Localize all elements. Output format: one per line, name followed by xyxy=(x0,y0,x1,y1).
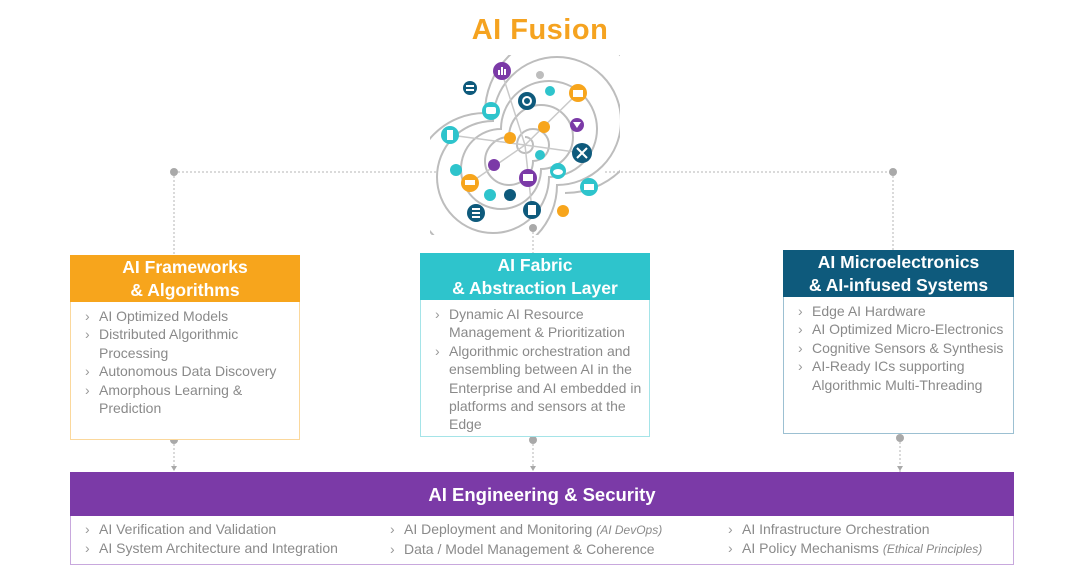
list-item: Data / Model Management & Coherence xyxy=(390,540,728,559)
card-ai-microelectronics: AI Microelectronics & AI-infused Systems… xyxy=(783,250,1014,434)
document-icon xyxy=(523,201,541,219)
card-ai-fabric: AI Fabric & Abstraction Layer Dynamic AI… xyxy=(420,253,650,437)
monitor-icon xyxy=(519,169,537,187)
list-item: Dynamic AI Resource Management & Priorit… xyxy=(435,305,643,342)
connector-node xyxy=(889,168,897,176)
gear-icon xyxy=(518,92,536,110)
phone-icon xyxy=(441,126,459,144)
connector-node xyxy=(529,436,537,444)
ai-fusion-network-graphic xyxy=(430,55,620,235)
connector-node xyxy=(170,168,178,176)
list-item: AI Optimized Micro-Electronics xyxy=(798,320,1007,339)
list-item: AI System Architecture and Integration xyxy=(85,539,390,558)
card-title-line2: & Algorithms xyxy=(130,279,240,300)
mobile-icon xyxy=(580,178,598,196)
engineering-column-2: AI Deployment and Monitoring (AI DevOps)… xyxy=(390,520,728,564)
card-ai-engineering-security: AI Engineering & Security AI Verificatio… xyxy=(70,472,1014,565)
filter-icon xyxy=(570,118,584,132)
card-header: AI Fabric & Abstraction Layer xyxy=(420,253,650,300)
chat-icon xyxy=(482,102,500,120)
item-text: AI Policy Mechanisms xyxy=(742,540,879,556)
card-title-line1: AI Fabric xyxy=(497,254,573,275)
card-body: Edge AI Hardware AI Optimized Micro-Elec… xyxy=(783,297,1014,434)
arrow-down-icon xyxy=(530,466,536,471)
connector-node xyxy=(529,224,537,232)
server-icon xyxy=(463,81,477,95)
card-body: AI Optimized Models Distributed Algorith… xyxy=(70,302,300,440)
list-item: AI Verification and Validation xyxy=(85,520,390,539)
database-icon xyxy=(467,204,485,222)
engineering-column-1: AI Verification and Validation AI System… xyxy=(85,520,390,564)
card-title-line1: AI Microelectronics xyxy=(817,251,980,272)
list-item: AI Policy Mechanisms (Ethical Principles… xyxy=(728,539,1008,559)
list-item: AI Deployment and Monitoring (AI DevOps) xyxy=(390,520,728,540)
engineering-column-3: AI Infrastructure Orchestration AI Polic… xyxy=(728,520,1008,564)
card-title-line2: & Abstraction Layer xyxy=(452,277,618,298)
list-item: Cognitive Sensors & Synthesis xyxy=(798,339,1007,358)
folder-icon xyxy=(569,84,587,102)
list-item: AI Infrastructure Orchestration xyxy=(728,520,1008,539)
item-note: (Ethical Principles) xyxy=(882,542,983,556)
card-body: AI Verification and Validation AI System… xyxy=(70,516,1014,565)
card-body: Dynamic AI Resource Management & Priorit… xyxy=(420,300,650,437)
list-item: AI-Ready ICs supporting Algorithmic Mult… xyxy=(798,357,1007,394)
arrow-down-icon xyxy=(171,466,177,471)
card-title-line1: AI Frameworks xyxy=(122,256,248,277)
connector-node xyxy=(896,434,904,442)
cloud-icon xyxy=(550,163,566,179)
list-item: Amorphous Learning & Prediction xyxy=(85,381,293,418)
card-header: AI Frameworks & Algorithms xyxy=(70,255,300,302)
cart-icon xyxy=(461,174,479,192)
card-title: AI Engineering & Security xyxy=(428,483,656,505)
card-header: AI Engineering & Security xyxy=(70,472,1014,516)
list-item: Edge AI Hardware xyxy=(798,302,1007,321)
item-note: (AI DevOps) xyxy=(596,523,663,537)
bar-chart-icon xyxy=(493,62,511,80)
list-item: Distributed Algorithmic Processing xyxy=(85,325,293,362)
wrench-icon xyxy=(572,143,592,163)
page-title: AI Fusion xyxy=(471,14,609,46)
card-header: AI Microelectronics & AI-infused Systems xyxy=(783,250,1014,297)
list-item: AI Optimized Models xyxy=(85,307,293,326)
list-item: Autonomous Data Discovery xyxy=(85,362,293,381)
list-item: Algorithmic orchestration and ensembling… xyxy=(435,342,643,434)
card-ai-frameworks: AI Frameworks & Algorithms AI Optimized … xyxy=(70,255,300,440)
arrow-down-icon xyxy=(897,466,903,471)
card-title-line2: & AI-infused Systems xyxy=(808,274,989,295)
item-text: AI Deployment and Monitoring xyxy=(404,521,593,537)
